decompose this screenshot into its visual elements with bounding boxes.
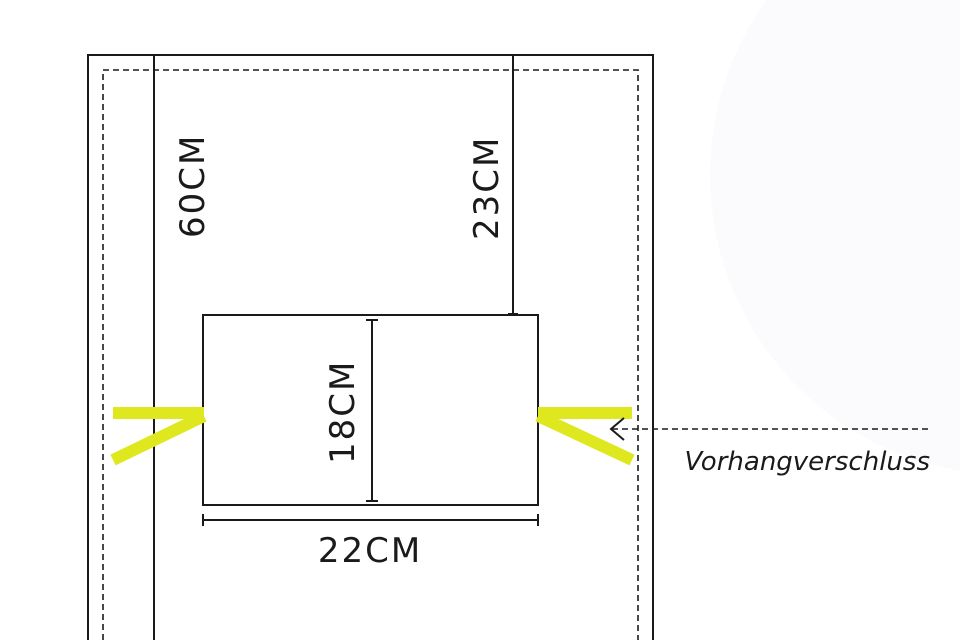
total-height-label: 60CM (173, 134, 213, 238)
right-tie-lower (535, 410, 635, 466)
top-offset-label: 23CM (467, 136, 507, 240)
left-tie (110, 407, 207, 466)
right-tie (535, 407, 635, 466)
callout-arrow-head (609, 417, 625, 441)
panel-width-label: 22CM (318, 531, 422, 571)
panel-height-label: 18CM (323, 360, 363, 464)
callout-label: Vorhangverschluss (685, 447, 930, 477)
fabric-outline (87, 54, 654, 640)
left-tie-lower (110, 410, 207, 466)
inner-panel (202, 314, 539, 506)
background-circle (710, 0, 960, 471)
